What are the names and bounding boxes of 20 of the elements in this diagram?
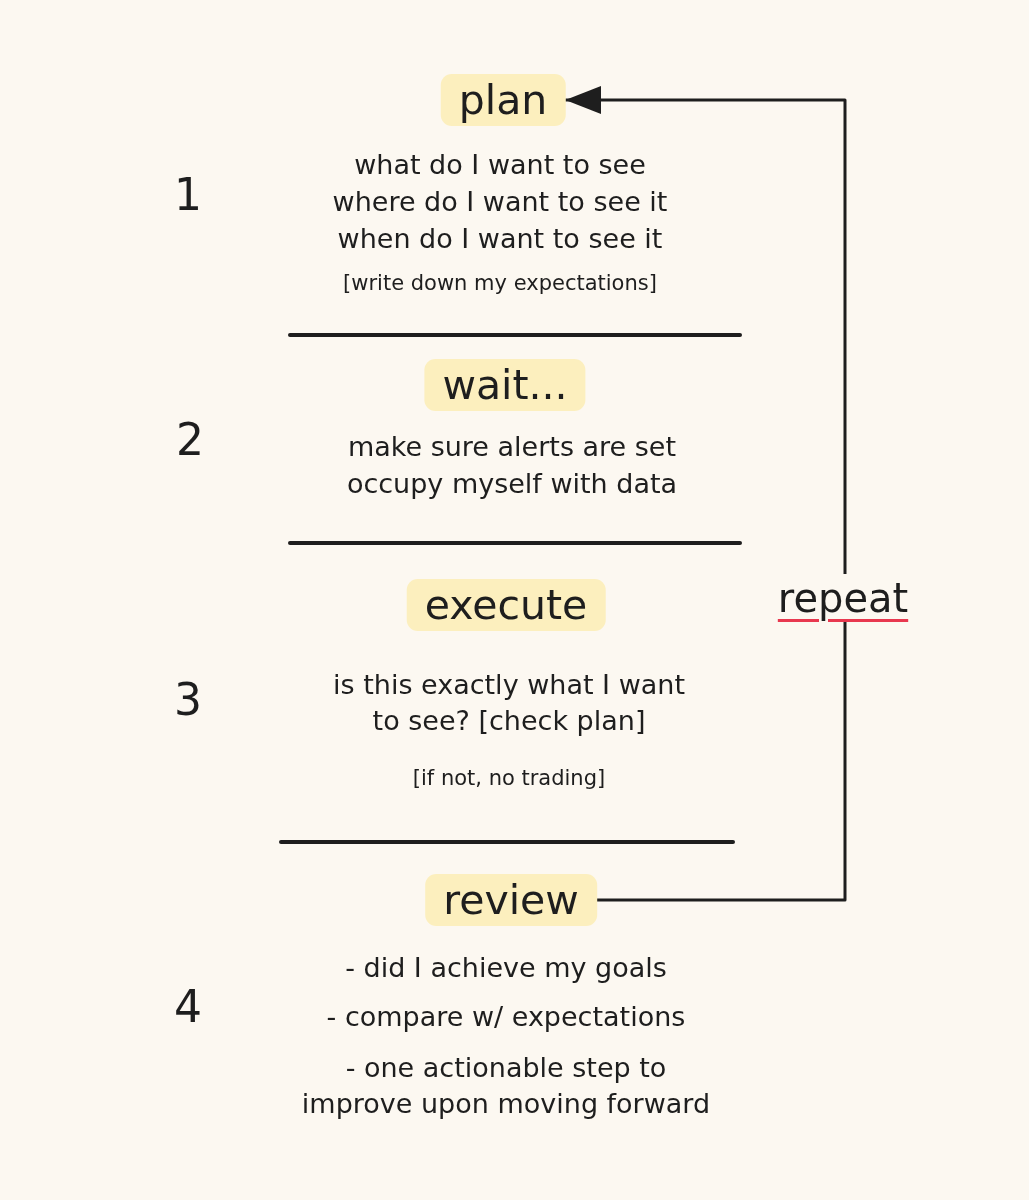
body-text: - compare w/ expectations — [326, 1000, 686, 1034]
body-text: make sure alerts are set — [347, 430, 677, 464]
body-text: where do I want to see it — [332, 185, 668, 219]
body-text: is this exactly what I want to see? [check plan] — [332, 668, 686, 738]
body-text: occupy myself with data — [346, 467, 678, 501]
step-number: 3 — [174, 675, 202, 725]
body-text: [write down my expectations] — [343, 270, 657, 297]
step-number: 4 — [174, 982, 202, 1032]
body-text: what do I want to see — [354, 148, 646, 182]
step-number: 1 — [174, 170, 202, 220]
body-text: - did I achieve my goals — [345, 951, 667, 985]
body-text: when do I want to see it — [337, 222, 663, 256]
highlighted-heading: execute — [406, 579, 606, 631]
body-text: - one actionable step to improve upon moving forward — [300, 1051, 712, 1121]
arrow — [565, 86, 847, 902]
step-number: 2 — [176, 415, 204, 465]
highlighted-heading: review — [425, 874, 597, 926]
highlighted-heading: wait... — [424, 359, 586, 411]
highlighted-heading: plan — [440, 74, 566, 126]
body-text: [if not, no trading] — [412, 765, 606, 792]
